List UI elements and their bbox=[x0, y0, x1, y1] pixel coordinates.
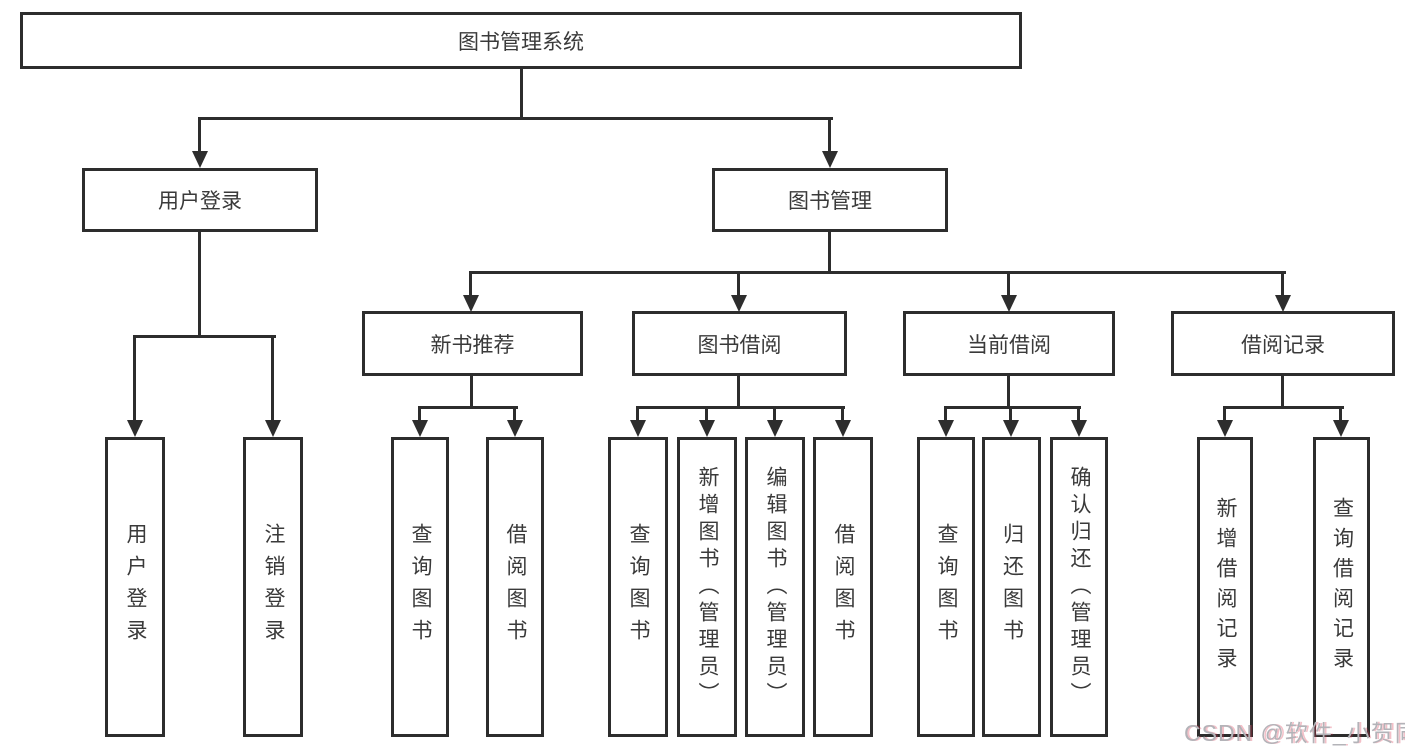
connector-line bbox=[1281, 376, 1284, 409]
arrow-down-icon bbox=[127, 420, 143, 437]
connector-line bbox=[737, 271, 740, 297]
node-query-book-1: 查询图书 bbox=[391, 437, 449, 737]
node-add-borrow-record-label: 新增借阅记录 bbox=[1214, 497, 1237, 677]
node-book-management-label: 图书管理 bbox=[788, 190, 872, 213]
node-borrow-records-label: 借阅记录 bbox=[1241, 333, 1325, 357]
connector-line bbox=[418, 406, 518, 409]
node-add-book-admin-label: 新增图书（管理员） bbox=[696, 465, 719, 709]
node-edit-book-admin-label: 编辑图书（管理员） bbox=[764, 465, 787, 709]
arrow-down-icon bbox=[767, 420, 783, 437]
connector-line bbox=[1077, 406, 1080, 422]
node-new-book-recommend-label: 新书推荐 bbox=[430, 333, 515, 357]
arrow-down-icon bbox=[1071, 420, 1087, 437]
connector-line bbox=[828, 117, 831, 153]
arrow-down-icon bbox=[265, 420, 281, 437]
node-query-book-2: 查询图书 bbox=[608, 437, 668, 737]
node-confirm-return-admin: 确认归还（管理员） bbox=[1050, 437, 1108, 737]
node-confirm-return-admin-label: 确认归还（管理员） bbox=[1068, 465, 1091, 709]
arrow-down-icon bbox=[412, 420, 428, 437]
node-edit-book-admin: 编辑图书（管理员） bbox=[745, 437, 805, 737]
node-borrow-records: 借阅记录 bbox=[1171, 311, 1395, 376]
node-query-borrow-record: 查询借阅记录 bbox=[1313, 437, 1370, 737]
node-user-login: 用户登录 bbox=[82, 168, 318, 232]
csdn-watermark: CSDN @软件_小贺同学 bbox=[1184, 720, 1405, 746]
connector-line bbox=[469, 271, 472, 297]
node-borrow-book-1: 借阅图书 bbox=[486, 437, 544, 737]
arrow-down-icon bbox=[1333, 420, 1349, 437]
connector-line bbox=[513, 406, 516, 422]
arrow-down-icon bbox=[192, 151, 208, 168]
node-current-borrow-label: 当前借阅 bbox=[967, 333, 1051, 357]
node-book-borrow-label: 图书借阅 bbox=[697, 333, 782, 357]
arrow-down-icon bbox=[507, 420, 523, 437]
node-return-book-label: 归还图书 bbox=[1000, 523, 1024, 651]
connector-line bbox=[636, 406, 639, 422]
connector-line bbox=[520, 69, 523, 120]
node-logout-label: 注销登录 bbox=[262, 523, 285, 651]
arrow-down-icon bbox=[1217, 420, 1233, 437]
connector-line bbox=[636, 406, 845, 409]
arrow-down-icon bbox=[1003, 420, 1019, 437]
node-user-login-leaf: 用户登录 bbox=[105, 437, 165, 737]
node-borrow-book-2: 借阅图书 bbox=[813, 437, 873, 737]
node-query-book-1-label: 查询图书 bbox=[409, 523, 432, 651]
arrow-down-icon bbox=[938, 420, 954, 437]
node-book-management: 图书管理 bbox=[712, 168, 948, 232]
connector-line bbox=[133, 335, 276, 338]
connector-line bbox=[198, 232, 201, 338]
connector-line bbox=[1223, 406, 1226, 422]
connector-line bbox=[828, 232, 831, 274]
arrow-down-icon bbox=[731, 295, 747, 312]
connector-line bbox=[470, 376, 473, 409]
connector-line bbox=[944, 406, 1081, 409]
connector-line bbox=[1007, 271, 1010, 297]
node-borrow-book-1-label: 借阅图书 bbox=[504, 523, 527, 651]
node-query-book-3-label: 查询图书 bbox=[935, 523, 958, 651]
connector-line bbox=[773, 406, 776, 422]
node-query-book-2-label: 查询图书 bbox=[627, 523, 650, 651]
connector-line bbox=[841, 406, 844, 422]
connector-line bbox=[705, 406, 708, 422]
connector-line bbox=[271, 335, 274, 421]
node-current-borrow: 当前借阅 bbox=[903, 311, 1115, 376]
connector-line bbox=[944, 406, 947, 422]
node-book-borrow: 图书借阅 bbox=[632, 311, 847, 376]
node-query-borrow-record-label: 查询借阅记录 bbox=[1330, 497, 1354, 677]
connector-line bbox=[1223, 406, 1344, 409]
node-return-book: 归还图书 bbox=[982, 437, 1041, 737]
arrow-down-icon bbox=[1001, 295, 1017, 312]
connector-line bbox=[469, 271, 1286, 274]
node-query-book-3: 查询图书 bbox=[917, 437, 975, 737]
arrow-down-icon bbox=[463, 295, 479, 312]
arrow-down-icon bbox=[699, 420, 715, 437]
connector-line bbox=[418, 406, 421, 422]
node-user-login-label: 用户登录 bbox=[158, 190, 242, 213]
arrow-down-icon bbox=[630, 420, 646, 437]
node-add-borrow-record: 新增借阅记录 bbox=[1197, 437, 1253, 737]
connector-line bbox=[1281, 271, 1284, 297]
node-borrow-book-2-label: 借阅图书 bbox=[832, 523, 855, 651]
connector-line bbox=[198, 117, 201, 153]
arrow-down-icon bbox=[822, 151, 838, 168]
node-logout: 注销登录 bbox=[243, 437, 303, 737]
connector-line bbox=[133, 335, 136, 421]
node-root: 图书管理系统 bbox=[20, 12, 1022, 69]
node-user-login-leaf-label: 用户登录 bbox=[124, 523, 147, 651]
connector-line bbox=[737, 376, 740, 409]
connector-line bbox=[1007, 376, 1010, 409]
node-new-book-recommend: 新书推荐 bbox=[362, 311, 583, 376]
node-root-label: 图书管理系统 bbox=[458, 30, 584, 54]
arrow-down-icon bbox=[835, 420, 851, 437]
connector-line bbox=[1339, 406, 1342, 422]
node-add-book-admin: 新增图书（管理员） bbox=[677, 437, 737, 737]
arrow-down-icon bbox=[1275, 295, 1291, 312]
connector-line bbox=[1009, 406, 1012, 422]
connector-line bbox=[198, 117, 833, 120]
